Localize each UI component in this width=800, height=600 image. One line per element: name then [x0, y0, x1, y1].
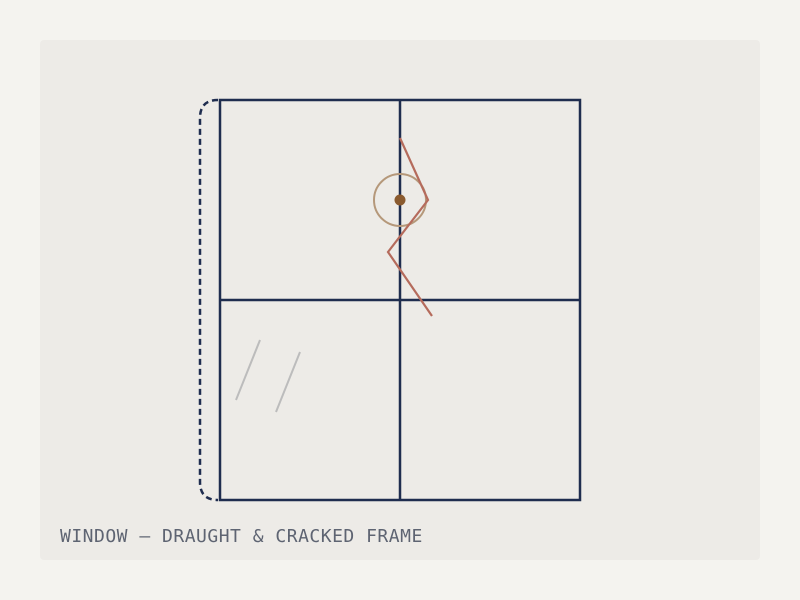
- glass-glint: [235, 339, 261, 401]
- frame-crack-line: [386, 137, 433, 317]
- damage-point-ring: [373, 173, 427, 227]
- glass-glint: [275, 351, 301, 413]
- diagram-caption: WINDOW — DRAUGHT & CRACKED FRAME: [60, 526, 423, 547]
- damage-point-marker: [394, 194, 406, 206]
- draught-gap-indicator: [198, 98, 219, 502]
